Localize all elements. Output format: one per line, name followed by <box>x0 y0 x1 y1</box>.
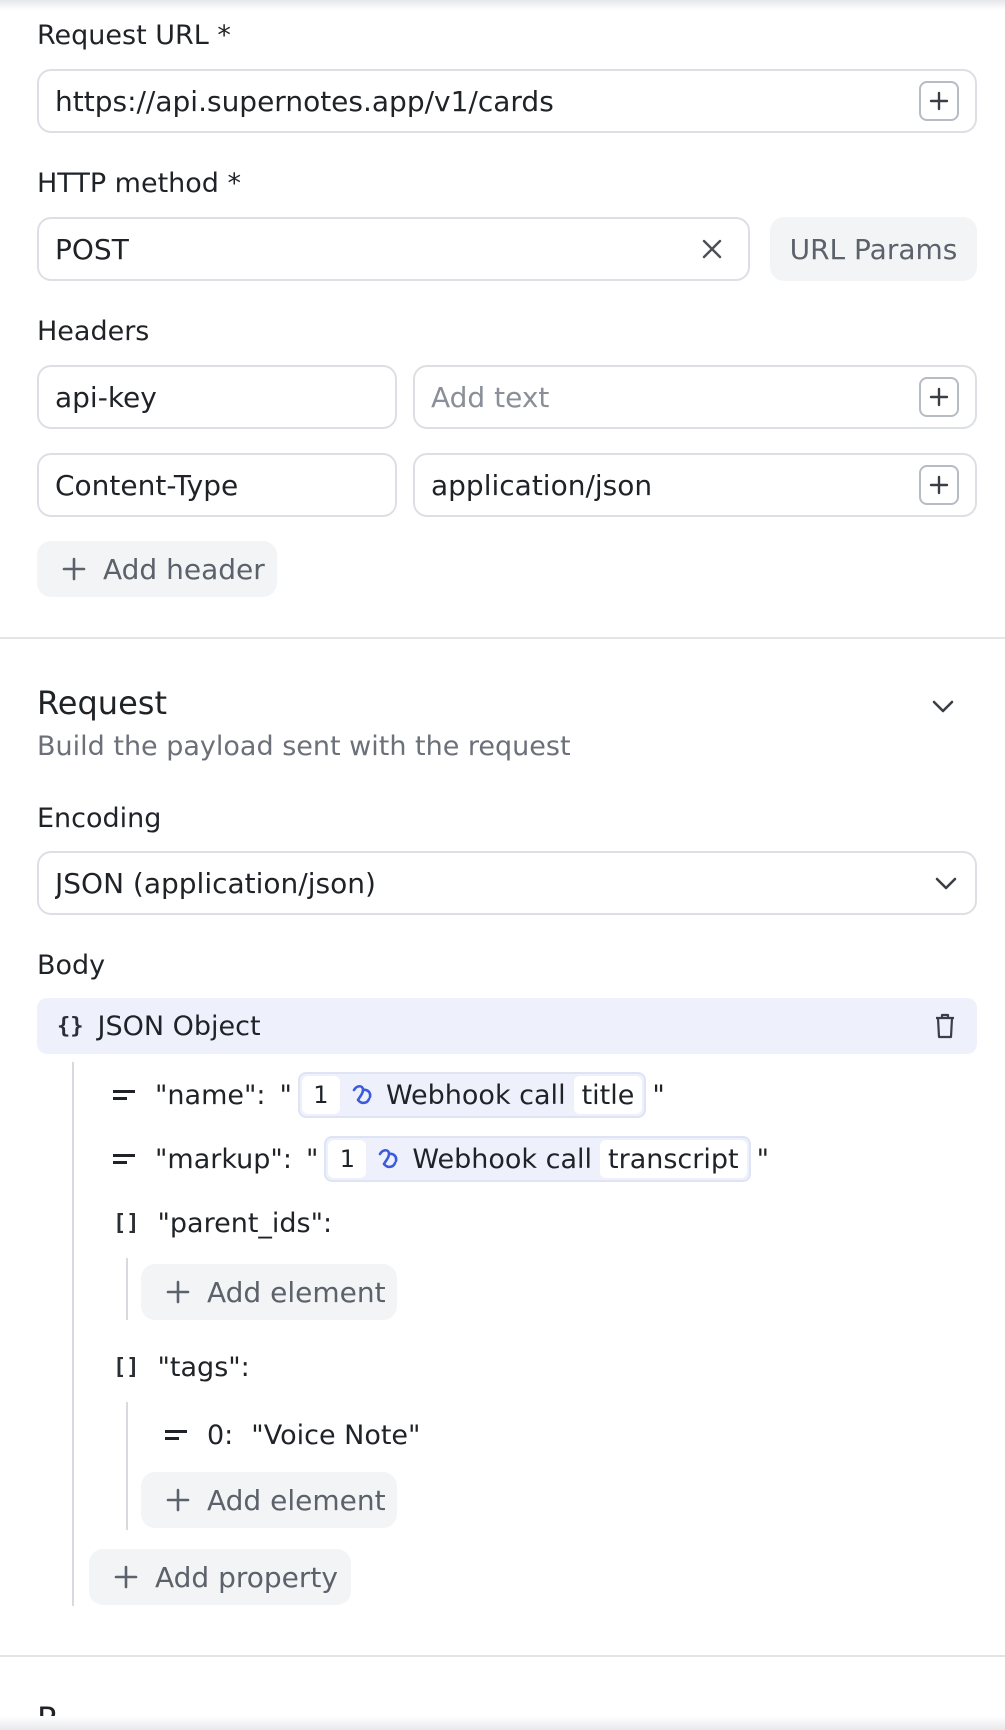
body-label: Body <box>37 950 106 981</box>
request-url-value: https://api.supernotes.app/v1/cards <box>55 84 554 118</box>
variable-field: transcript <box>600 1140 747 1178</box>
header-value-value: application/json <box>431 468 653 502</box>
add-header-button[interactable]: Add header <box>37 541 277 597</box>
header-key-value: Content-Type <box>55 468 239 502</box>
add-element-label: Add element <box>207 1483 386 1517</box>
json-object-label: JSON Object <box>97 1010 261 1042</box>
braces-icon: {} <box>57 1013 84 1039</box>
request-section-title: Request <box>37 684 167 722</box>
header-value-placeholder: Add text <box>431 380 550 414</box>
variable-source: Webhook call <box>366 1144 600 1175</box>
quote-close: " <box>652 1079 665 1111</box>
close-icon[interactable] <box>700 237 724 261</box>
request-url-field[interactable]: https://api.supernotes.app/v1/cards <box>37 69 977 133</box>
array-item: 0: "Voice Note" <box>165 1413 420 1457</box>
variable-step: 1 <box>301 1076 340 1114</box>
add-element-button[interactable]: Add element <box>141 1472 397 1528</box>
equals-icon <box>113 1086 135 1104</box>
top-shadow <box>0 0 1005 10</box>
array-guide <box>126 1402 128 1530</box>
variable-source-label: Webhook call <box>412 1143 593 1175</box>
section-divider <box>0 1655 1005 1657</box>
http-method-label: HTTP method * <box>37 168 242 199</box>
variable-source: Webhook call <box>340 1080 574 1111</box>
url-params-label: URL Params <box>789 232 958 266</box>
insert-variable-button[interactable] <box>919 81 959 121</box>
http-method-value: POST <box>55 232 129 266</box>
json-property-parent-ids: [] "parent_ids": <box>113 1201 332 1245</box>
plus-icon <box>929 475 949 495</box>
json-property-name: "name": " 1 Webhook call title " <box>113 1072 665 1118</box>
header-key-field[interactable]: api-key <box>37 365 397 429</box>
array-item-value[interactable]: "Voice Note" <box>251 1419 421 1451</box>
property-key: "parent_ids": <box>157 1207 333 1239</box>
trash-icon[interactable] <box>933 1012 957 1040</box>
quote-close: " <box>756 1143 770 1175</box>
chevron-down-icon[interactable] <box>930 696 956 716</box>
quote-open: " <box>279 1079 292 1111</box>
array-item-index: 0: <box>207 1419 234 1451</box>
header-value-field[interactable]: Add text <box>413 365 977 429</box>
plus-icon <box>166 1280 190 1304</box>
encoding-value: JSON (application/json) <box>55 866 376 900</box>
plus-icon <box>62 557 86 581</box>
variable-source-label: Webhook call <box>385 1079 566 1111</box>
add-element-label: Add element <box>207 1275 386 1309</box>
http-method-select[interactable]: POST <box>37 217 750 281</box>
insert-variable-button[interactable] <box>919 465 959 505</box>
add-header-label: Add header <box>103 552 265 586</box>
quote-open: " <box>305 1143 319 1175</box>
property-key: "tags": <box>157 1351 250 1383</box>
plus-icon <box>929 91 949 111</box>
equals-icon <box>165 1426 187 1444</box>
array-guide <box>126 1258 128 1320</box>
request-section-subtitle: Build the payload sent with the request <box>37 731 571 762</box>
plus-icon <box>929 387 949 407</box>
url-params-button[interactable]: URL Params <box>770 217 977 281</box>
plus-icon <box>114 1565 138 1589</box>
add-property-label: Add property <box>155 1560 338 1594</box>
webhook-icon <box>379 1148 398 1169</box>
brackets-icon: [] <box>113 1354 140 1380</box>
bottom-shadow <box>0 1716 1005 1730</box>
brackets-icon: [] <box>113 1210 140 1236</box>
json-property-tags: [] "tags": <box>113 1345 250 1389</box>
encoding-label: Encoding <box>37 803 162 834</box>
json-object-header: {} JSON Object <box>37 998 977 1054</box>
add-element-button[interactable]: Add element <box>141 1264 397 1320</box>
header-value-field[interactable]: application/json <box>413 453 977 517</box>
variable-pill[interactable]: 1 Webhook call transcript <box>324 1136 751 1182</box>
variable-pill[interactable]: 1 Webhook call title <box>297 1072 647 1118</box>
equals-icon <box>113 1150 135 1168</box>
encoding-select[interactable]: JSON (application/json) <box>37 851 977 915</box>
json-object-guide <box>72 1062 74 1606</box>
property-key: "markup": <box>155 1143 292 1175</box>
plus-icon <box>166 1488 190 1512</box>
variable-step: 1 <box>328 1140 367 1178</box>
add-property-button[interactable]: Add property <box>89 1549 351 1605</box>
request-url-label: Request URL * <box>37 20 231 51</box>
variable-field: title <box>573 1076 643 1114</box>
chevron-down-icon <box>935 877 957 890</box>
property-key: "name": <box>155 1079 266 1111</box>
insert-variable-button[interactable] <box>919 377 959 417</box>
section-divider <box>0 637 1005 639</box>
header-key-field[interactable]: Content-Type <box>37 453 397 517</box>
header-key-value: api-key <box>55 380 157 414</box>
webhook-icon <box>352 1084 372 1105</box>
json-property-markup: "markup": " 1 Webhook call transcript " <box>113 1136 770 1182</box>
headers-label: Headers <box>37 316 150 347</box>
